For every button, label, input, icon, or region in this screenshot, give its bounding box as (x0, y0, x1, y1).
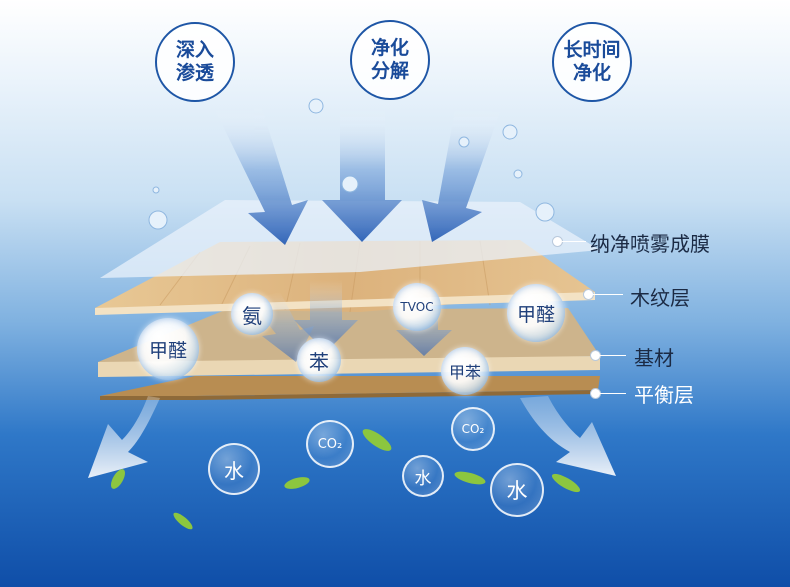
bubble-toluene: 甲苯 (441, 347, 489, 395)
bubble-co2-right: CO₂ (451, 407, 495, 451)
badge-deep-penetration: 深入 渗透 (155, 22, 235, 102)
badge-text: 长时间 净化 (563, 39, 620, 85)
bubble-water-2: 水 (402, 455, 444, 497)
badge-text: 净化 分解 (371, 37, 409, 83)
bubble-water-3: 水 (490, 463, 544, 517)
bubble-benzene: 苯 (297, 338, 341, 382)
bubble-formaldehyde-right: 甲醛 (507, 284, 565, 342)
callout-line-spray (562, 241, 586, 242)
label-wood-grain: 木纹层 (630, 282, 690, 311)
bubble-formaldehyde-left: 甲醛 (137, 318, 199, 380)
label-substrate: 基材 (634, 342, 674, 371)
outflow-arrow-right (520, 396, 616, 476)
callout-line-wood (593, 294, 623, 295)
badge-long-purify: 长时间 净化 (552, 22, 632, 102)
callout-line-substrate (600, 355, 626, 356)
outflow-arrow-left (88, 396, 160, 478)
bubble-ammonia: 氨 (231, 293, 273, 335)
bubble-tvoc: TVOC (393, 283, 441, 331)
label-balance: 平衡层 (634, 379, 694, 408)
badge-text: 深入 渗透 (176, 39, 214, 85)
bubble-co2-left: CO₂ (306, 420, 354, 468)
badge-purify-decompose: 净化 分解 (350, 20, 430, 100)
callout-line-balance (600, 393, 626, 394)
bubble-water-1: 水 (208, 443, 260, 495)
label-spray-film: 纳净喷雾成膜 (590, 228, 710, 257)
